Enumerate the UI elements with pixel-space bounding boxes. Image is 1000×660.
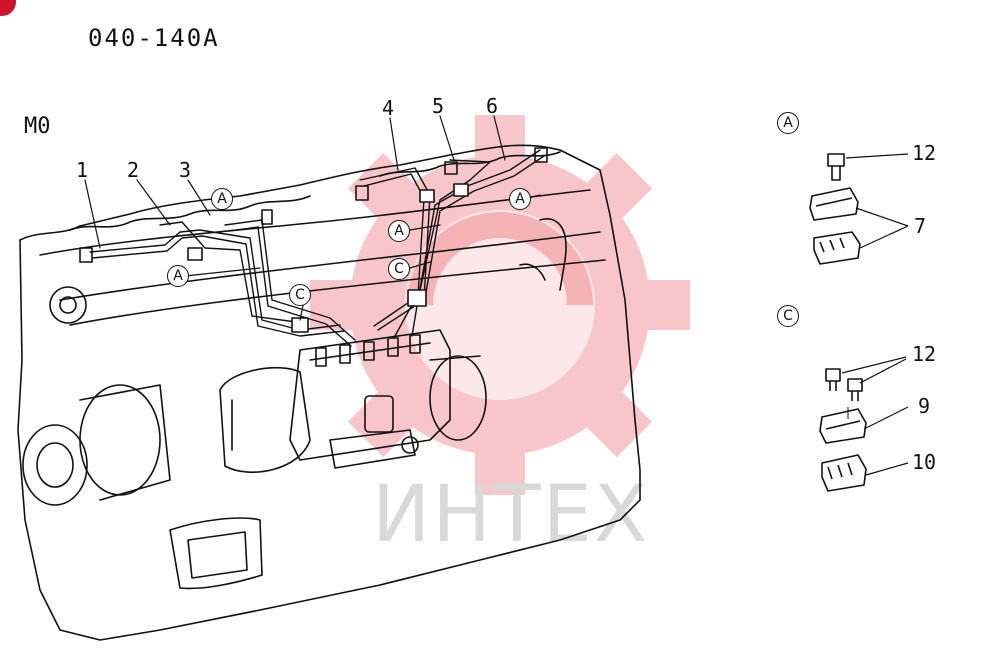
engine-drawing (17, 115, 641, 641)
watermark-text: ИНТЕХ (372, 470, 650, 560)
marker-c-2: C (388, 258, 410, 280)
callout-4: 4 (382, 96, 395, 120)
bolt-icon (825, 368, 841, 382)
model-label: M0 (24, 114, 51, 139)
marker-c-1: C (289, 284, 311, 306)
marker-a-1: A (211, 188, 233, 210)
callout-6: 6 (486, 94, 499, 118)
marker-a-2: A (167, 265, 189, 287)
detail-a-bolt-number: 12 (912, 141, 937, 165)
callout-5: 5 (432, 94, 445, 118)
engine-block-outline (17, 144, 641, 641)
marker-a-4: A (509, 188, 531, 210)
clamp-lower-icon (821, 454, 867, 492)
callout-3: 3 (179, 158, 192, 182)
callout-2: 2 (127, 158, 140, 182)
diagram-code: 040-140A (88, 24, 220, 52)
clamp-lower-icon (813, 231, 861, 265)
marker-a-3: A (388, 220, 410, 242)
bolt-icon (847, 378, 863, 392)
detail-c-bolt-number: 12 (912, 342, 937, 366)
detail-c-drawing (819, 356, 909, 492)
detail-a-label: A (777, 112, 799, 134)
clamp-upper-icon (819, 408, 867, 444)
bolt-icon (827, 153, 845, 167)
detail-a-clamp-number: 7 (914, 214, 927, 238)
detail-c-label: C (777, 305, 799, 327)
detail-c-upper-number: 9 (918, 394, 931, 418)
detail-a-drawing (809, 153, 909, 265)
injection-pump (289, 329, 451, 461)
callout-1: 1 (76, 158, 89, 182)
detail-c-lower-number: 10 (912, 450, 937, 474)
clamp-upper-icon (809, 187, 859, 221)
